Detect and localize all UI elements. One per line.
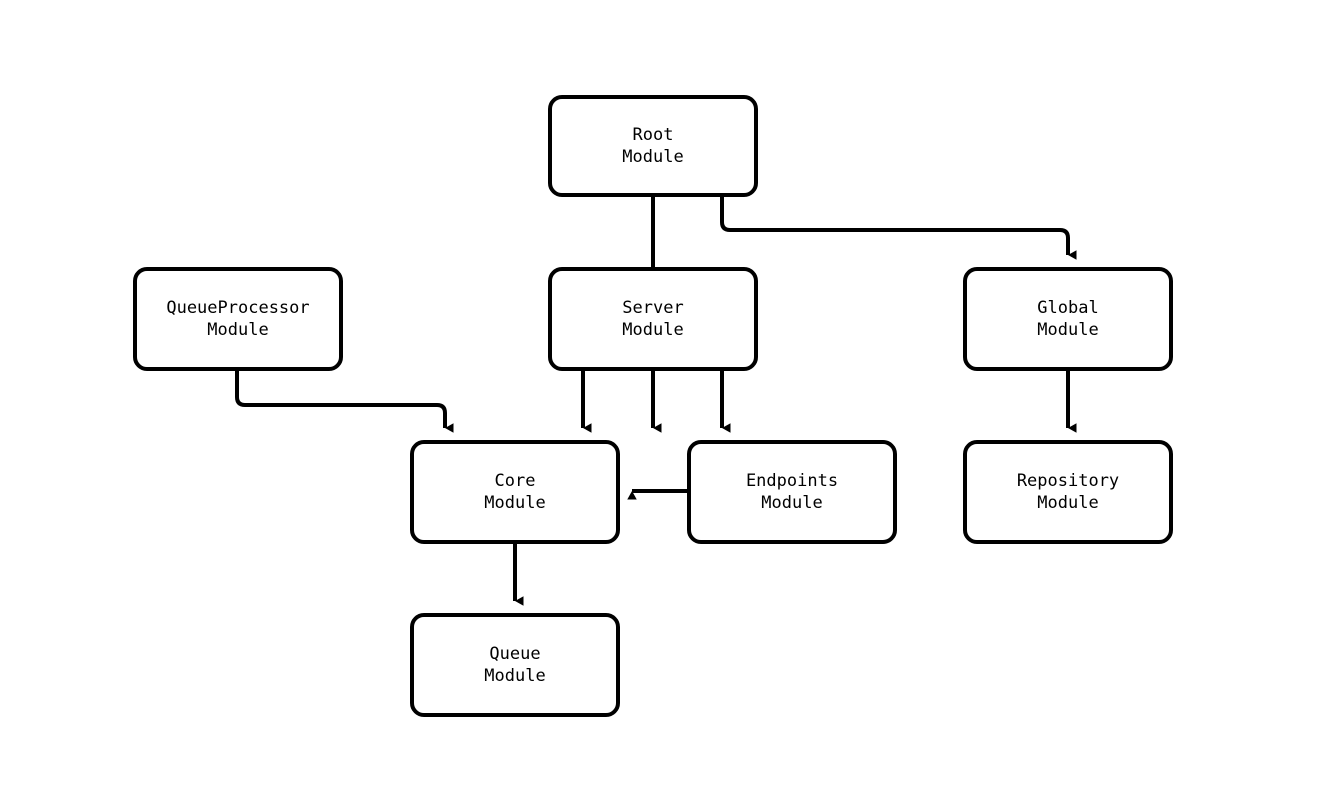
node-core-module-label: Core Module xyxy=(484,471,546,513)
node-server-module[interactable]: Server Module xyxy=(548,267,758,371)
node-root-module[interactable]: Root Module xyxy=(548,95,758,197)
node-core-module[interactable]: Core Module xyxy=(410,440,620,544)
edge-queueprocessor-to-core xyxy=(235,371,454,433)
node-root-module-label: Root Module xyxy=(622,125,684,167)
node-queueprocessor-module[interactable]: QueueProcessor Module xyxy=(133,267,343,371)
node-queue-module-label: Queue Module xyxy=(484,644,546,686)
node-repository-module-label: Repository Module xyxy=(1016,471,1120,513)
node-global-module-label: Global Module xyxy=(1037,298,1099,340)
node-endpoints-module[interactable]: Endpoints Module xyxy=(687,440,897,544)
edge-root-to-global xyxy=(720,197,1077,260)
node-queue-module[interactable]: Queue Module xyxy=(410,613,620,717)
node-repository-module[interactable]: Repository Module xyxy=(963,440,1173,544)
node-endpoints-module-label: Endpoints Module xyxy=(745,471,839,513)
node-global-module[interactable]: Global Module xyxy=(963,267,1173,371)
node-server-module-label: Server Module xyxy=(622,298,684,340)
node-queueprocessor-module-label: QueueProcessor Module xyxy=(166,298,310,340)
